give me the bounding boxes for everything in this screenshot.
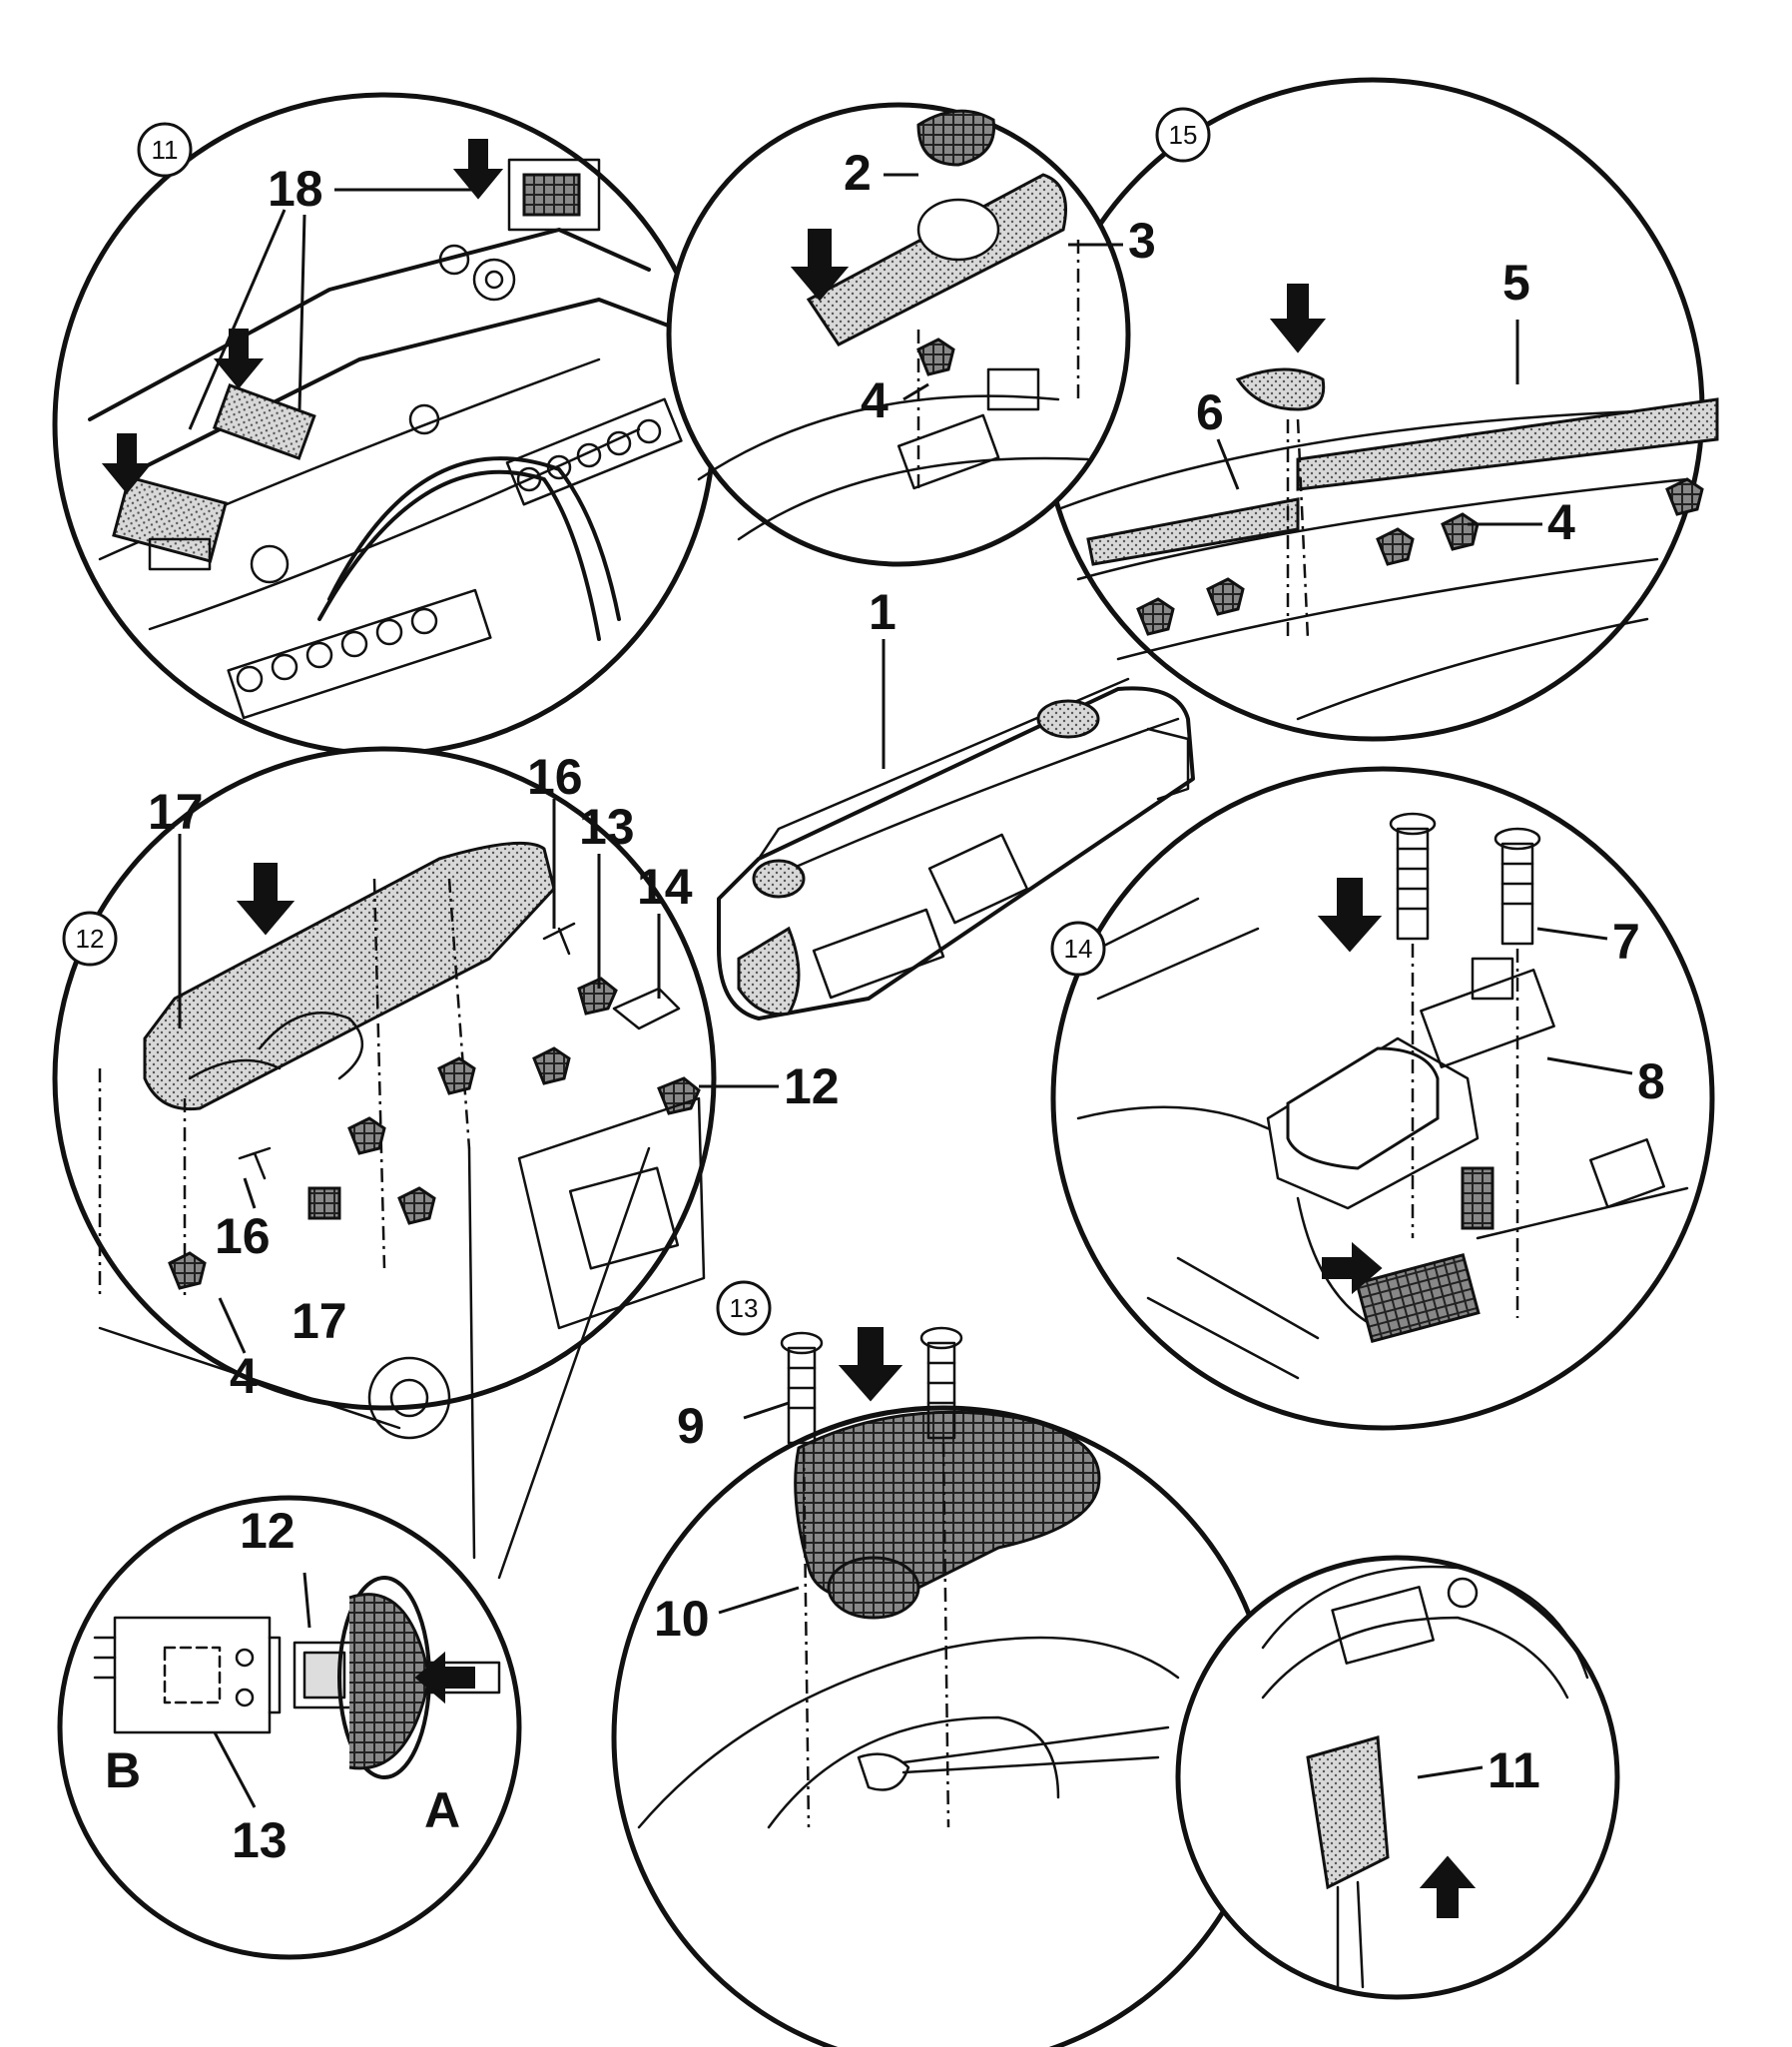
detail-circle-top-middle: 2 3 4 xyxy=(666,102,1156,567)
callout-10: 10 xyxy=(654,1591,710,1647)
callout-1: 1 xyxy=(869,584,896,640)
bulb-holder-middle xyxy=(212,383,316,460)
arrow-down-icon xyxy=(790,229,850,302)
detail-circle-bottom-right: 11 xyxy=(1175,1555,1620,2000)
detail-badge-15: 15 xyxy=(1155,107,1211,163)
view-B xyxy=(93,1616,282,1734)
callout-4-detail-15: 4 xyxy=(1547,494,1575,550)
arrow-down-icon xyxy=(101,433,153,494)
bulb-holder-11 xyxy=(1306,1735,1390,1890)
callout-2: 2 xyxy=(844,145,872,201)
callout-18: 18 xyxy=(268,161,323,217)
clip-13 xyxy=(577,977,618,1016)
callout-12-upper: 12 xyxy=(784,1058,840,1114)
screw-7 xyxy=(1389,812,1541,946)
callout-17-lower: 17 xyxy=(292,1293,347,1349)
svg-text:11: 11 xyxy=(152,135,179,165)
label-A: A xyxy=(424,1782,460,1838)
arrow-down-icon xyxy=(236,863,296,936)
detail-badge-14: 14 xyxy=(1050,921,1106,977)
arrow-down-icon xyxy=(452,139,504,200)
svg-text:12: 12 xyxy=(76,924,105,954)
connector-bank-right xyxy=(505,397,683,506)
detail-circle-12: 12 17 16 13 14 12 16 17 4 xyxy=(52,746,840,1440)
detail-badge-13: 13 xyxy=(716,1280,772,1336)
callout-5: 5 xyxy=(1502,255,1530,311)
svg-text:14: 14 xyxy=(1064,934,1093,964)
speaker-grille-10 xyxy=(794,1410,1101,1602)
detail-badge-11: 11 xyxy=(137,122,193,178)
arrow-left-icon xyxy=(414,1651,475,1705)
detail-circle-13: 13 9 10 xyxy=(611,1280,1276,2047)
callout-17-upper: 17 xyxy=(148,784,204,840)
screw-9 xyxy=(780,1326,963,1445)
detail-badge-12: 12 xyxy=(62,911,118,967)
callout-13-lower: 13 xyxy=(232,1812,288,1868)
cap-6 xyxy=(1235,367,1326,411)
dashboard-assembly: 1 xyxy=(717,584,1195,1021)
detail-circle-15: 15 5 6 4 xyxy=(1040,77,1719,742)
callout-14: 14 xyxy=(637,859,693,915)
svg-text:13: 13 xyxy=(730,1293,759,1323)
cover-3 xyxy=(806,173,1067,346)
lens-2 xyxy=(916,109,996,167)
callout-8: 8 xyxy=(1637,1053,1665,1109)
arrow-down-icon xyxy=(838,1327,903,1402)
arrow-down-icon xyxy=(213,329,265,389)
svg-text:15: 15 xyxy=(1169,120,1198,150)
bulb-holder-top xyxy=(507,158,601,232)
callout-12-lower: 12 xyxy=(240,1503,296,1559)
callout-9: 9 xyxy=(677,1398,705,1454)
label-B: B xyxy=(105,1742,141,1798)
arrow-down-icon xyxy=(1269,284,1327,353)
screw-16-lower xyxy=(238,1146,272,1180)
arrow-up-icon xyxy=(1419,1855,1477,1918)
detail-circle-14: 14 7 8 xyxy=(1050,766,1715,1431)
callout-16-upper: 16 xyxy=(527,749,583,805)
connector-bank-left xyxy=(227,588,492,720)
callout-16-lower: 16 xyxy=(215,1208,271,1264)
bulb-holder-left xyxy=(112,475,228,571)
view-A xyxy=(293,1576,501,1779)
arrow-right-icon xyxy=(1322,1241,1383,1295)
callout-4-top: 4 xyxy=(861,372,889,428)
detail-circle-11: 11 18 xyxy=(52,92,717,757)
callout-6: 6 xyxy=(1196,384,1224,440)
callout-3: 3 xyxy=(1128,213,1156,269)
bracket-14 xyxy=(612,987,681,1030)
callout-11: 11 xyxy=(1488,1742,1540,1798)
switch-unit-8 xyxy=(1266,957,1555,1210)
callout-4-detail-12: 4 xyxy=(230,1348,258,1404)
detail-circle-AB: 12 13 B A xyxy=(57,1495,522,1960)
arrow-down-icon xyxy=(1317,878,1383,953)
callout-7: 7 xyxy=(1612,914,1640,970)
screw-16-upper xyxy=(542,922,576,956)
callout-13-upper: 13 xyxy=(579,799,635,855)
